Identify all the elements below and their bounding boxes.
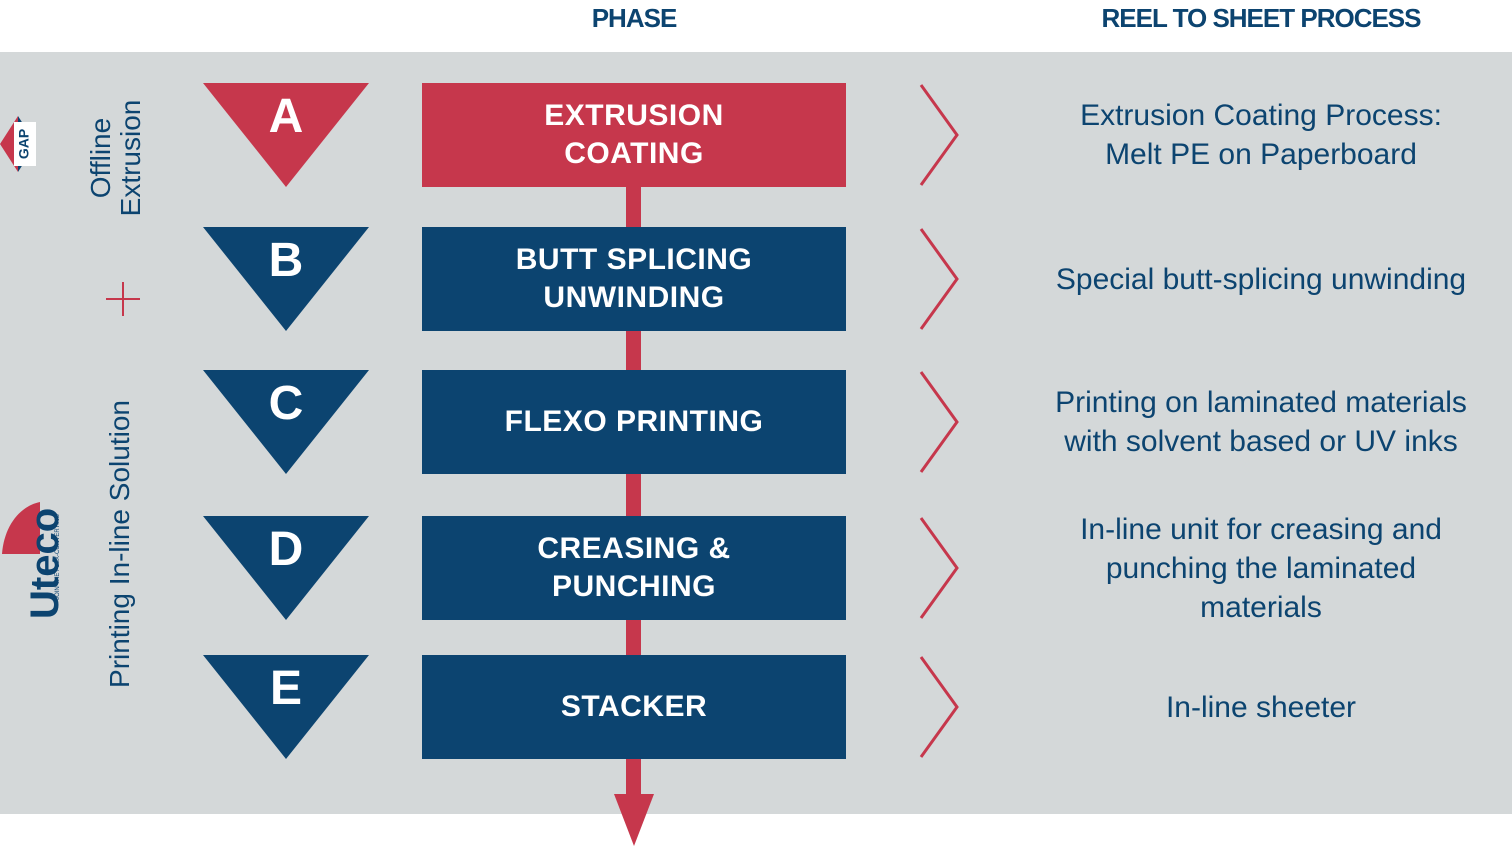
chevron-right-icon — [919, 84, 959, 186]
process-description-text: In-line unit for creasing and punching t… — [1080, 512, 1442, 624]
phase-label: STACKER — [560, 690, 708, 723]
process-description-text: Printing on laminated materials with sol… — [1055, 386, 1467, 458]
process-description: Printing on laminated materials with sol… — [1010, 370, 1512, 474]
phase-box: CREASING & PUNCHING — [422, 516, 846, 620]
step-letter: E — [269, 662, 302, 715]
process-description: In-line unit for creasing and punching t… — [1010, 513, 1512, 624]
chevron-right-icon — [919, 371, 959, 473]
chevron-right-icon — [919, 656, 959, 758]
phase-label: BUTT SPLICING UNWINDING — [515, 243, 753, 314]
step-letter: D — [268, 523, 304, 576]
uteco-logo — [2, 502, 40, 554]
process-description: Extrusion Coating Process: Melt PE on Pa… — [1010, 83, 1512, 187]
process-description-text: In-line sheeter — [1165, 690, 1357, 724]
flow-arrow-down-icon — [614, 794, 654, 846]
step-row: A EXTRUSION COATING Extrusion Coating Proc… — [0, 83, 1512, 187]
process-description: Special butt-splicing unwinding — [1010, 227, 1512, 331]
process-header: REEL TO SHEET PROCESS — [1101, 3, 1421, 33]
phase-box: BUTT SPLICING UNWINDING — [422, 227, 846, 331]
phase-box: STACKER — [422, 655, 846, 759]
process-description-text: Extrusion Coating Process: Melt PE on Pa… — [1080, 99, 1442, 171]
step-row: E STACKER In-line sheeter — [0, 655, 1512, 759]
phase-header: PHASE — [591, 3, 678, 33]
phase-label: CREASING & PUNCHING — [537, 532, 731, 603]
step-letter: C — [268, 377, 304, 430]
phase-box: FLEXO PRINTING — [422, 370, 846, 474]
plus-icon — [106, 282, 140, 316]
step-letter: B — [268, 234, 304, 287]
step-row: D CREASING & PUNCHING In-line unit for cre… — [0, 513, 1512, 624]
chevron-right-icon — [919, 228, 959, 330]
gap-logo: GAP — [0, 116, 36, 172]
chevron-right-icon — [919, 517, 959, 619]
process-description-text: Special butt-splicing unwinding — [1055, 262, 1467, 296]
flow-line — [626, 180, 641, 800]
process-description: In-line sheeter — [1010, 655, 1512, 759]
step-row: B BUTT SPLICING UNWINDING Special butt-spl… — [0, 227, 1512, 331]
step-row: C FLEXO PRINTING Printing on laminated mat… — [0, 370, 1512, 474]
phase-label: FLEXO PRINTING — [504, 405, 764, 438]
phase-box: EXTRUSION COATING — [422, 83, 846, 187]
step-letter: A — [268, 90, 304, 143]
gap-logo-text: GAP — [16, 129, 32, 159]
phase-label: EXTRUSION COATING — [544, 99, 724, 170]
